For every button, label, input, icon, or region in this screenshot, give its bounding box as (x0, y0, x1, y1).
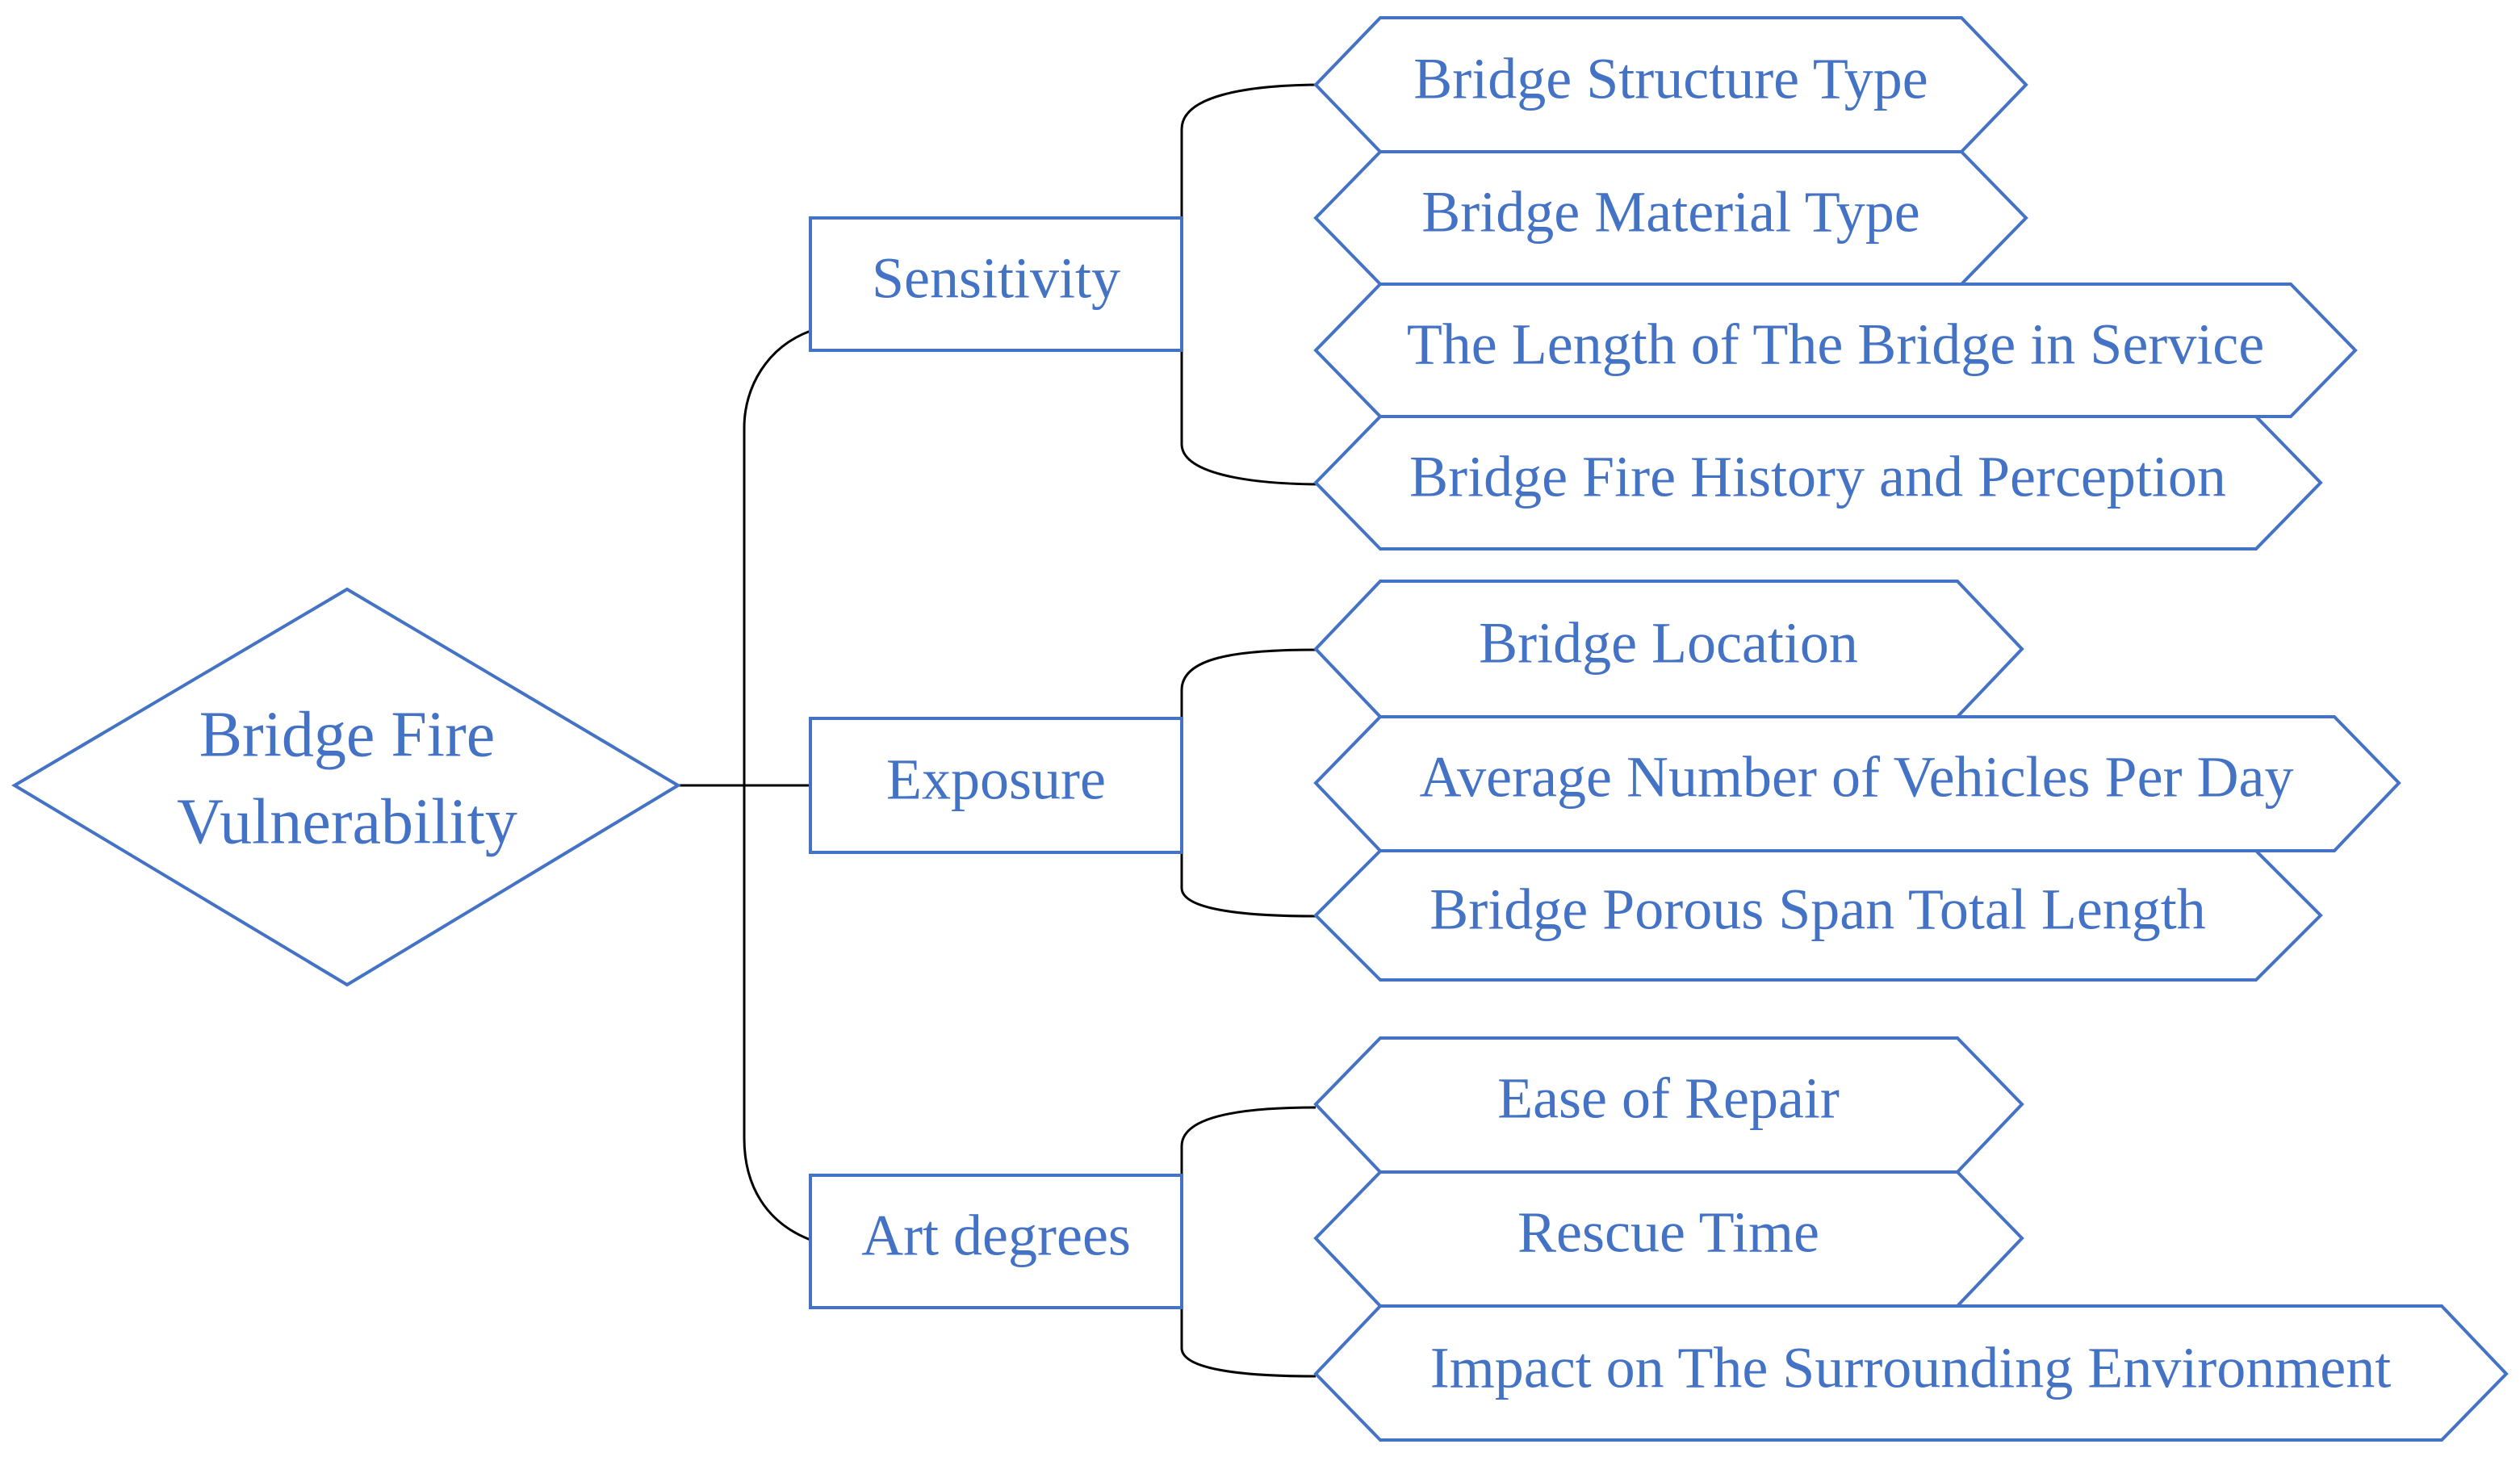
root-node: Bridge Fire Vulnerability (11, 587, 681, 987)
category-art-degrees-label: Art degrees (861, 1204, 1131, 1268)
sensitivity-item: Bridge Structure Type (1313, 16, 2028, 153)
art-degrees-item: Impact on The Surrounding Environment (1313, 1304, 2509, 1442)
item-label: Ease of Repair (1497, 1066, 1840, 1131)
hexagon-shape (1313, 415, 2323, 550)
category-art-degrees: Art degrees (809, 1174, 1183, 1309)
hexagon-shape (1313, 283, 2358, 418)
hexagon-shape (1313, 715, 2401, 852)
item-label: The Length of The Bridge in Service (1407, 312, 2264, 377)
sensitivity-item: The Length of The Bridge in Service (1313, 283, 2358, 418)
item-label: Bridge Porous Span Total Length (1430, 877, 2206, 942)
item-label: Bridge Structure Type (1413, 47, 1928, 111)
exposure-item: Bridge Location (1313, 580, 2024, 718)
item-label: Average Number of Vehicles Per Day (1420, 745, 2294, 810)
root-diamond (11, 587, 681, 987)
root-label-line-1: Bridge Fire (199, 699, 496, 770)
exposure-bracket (1180, 648, 1317, 918)
item-label: Bridge Fire History and Perception (1409, 445, 2226, 509)
category-exposure-label: Exposure (886, 747, 1106, 812)
art-degrees-item: Rescue Time (1313, 1170, 2024, 1308)
item-label: Impact on The Surrounding Environment (1430, 1336, 2391, 1400)
item-label: Bridge Material Type (1421, 180, 1919, 245)
category-exposure: Exposure (809, 717, 1183, 854)
category-sensitivity: Sensitivity (809, 216, 1183, 352)
art-degrees-item: Ease of Repair (1313, 1036, 2024, 1174)
category-art-degrees-box (809, 1174, 1183, 1309)
hexagon-shape (1313, 1304, 2509, 1442)
item-label: Rescue Time (1517, 1200, 1819, 1265)
main-spine (743, 329, 811, 1241)
exposure-item: Average Number of Vehicles Per Day (1313, 715, 2401, 852)
item-label: Bridge Location (1479, 611, 1858, 676)
root-label-line-2: Vulnerability (177, 786, 517, 857)
art-degrees-bracket (1180, 1106, 1317, 1378)
hexagon-shape (1313, 849, 2323, 982)
category-exposure-box (809, 717, 1183, 854)
category-sensitivity-label: Sensitivity (872, 246, 1120, 311)
sensitivity-item: Bridge Fire History and Perception (1313, 415, 2323, 550)
sensitivity-item: Bridge Material Type (1313, 150, 2028, 286)
exposure-item: Bridge Porous Span Total Length (1313, 849, 2323, 982)
sensitivity-bracket (1180, 83, 1325, 486)
category-sensitivity-box (809, 216, 1183, 352)
